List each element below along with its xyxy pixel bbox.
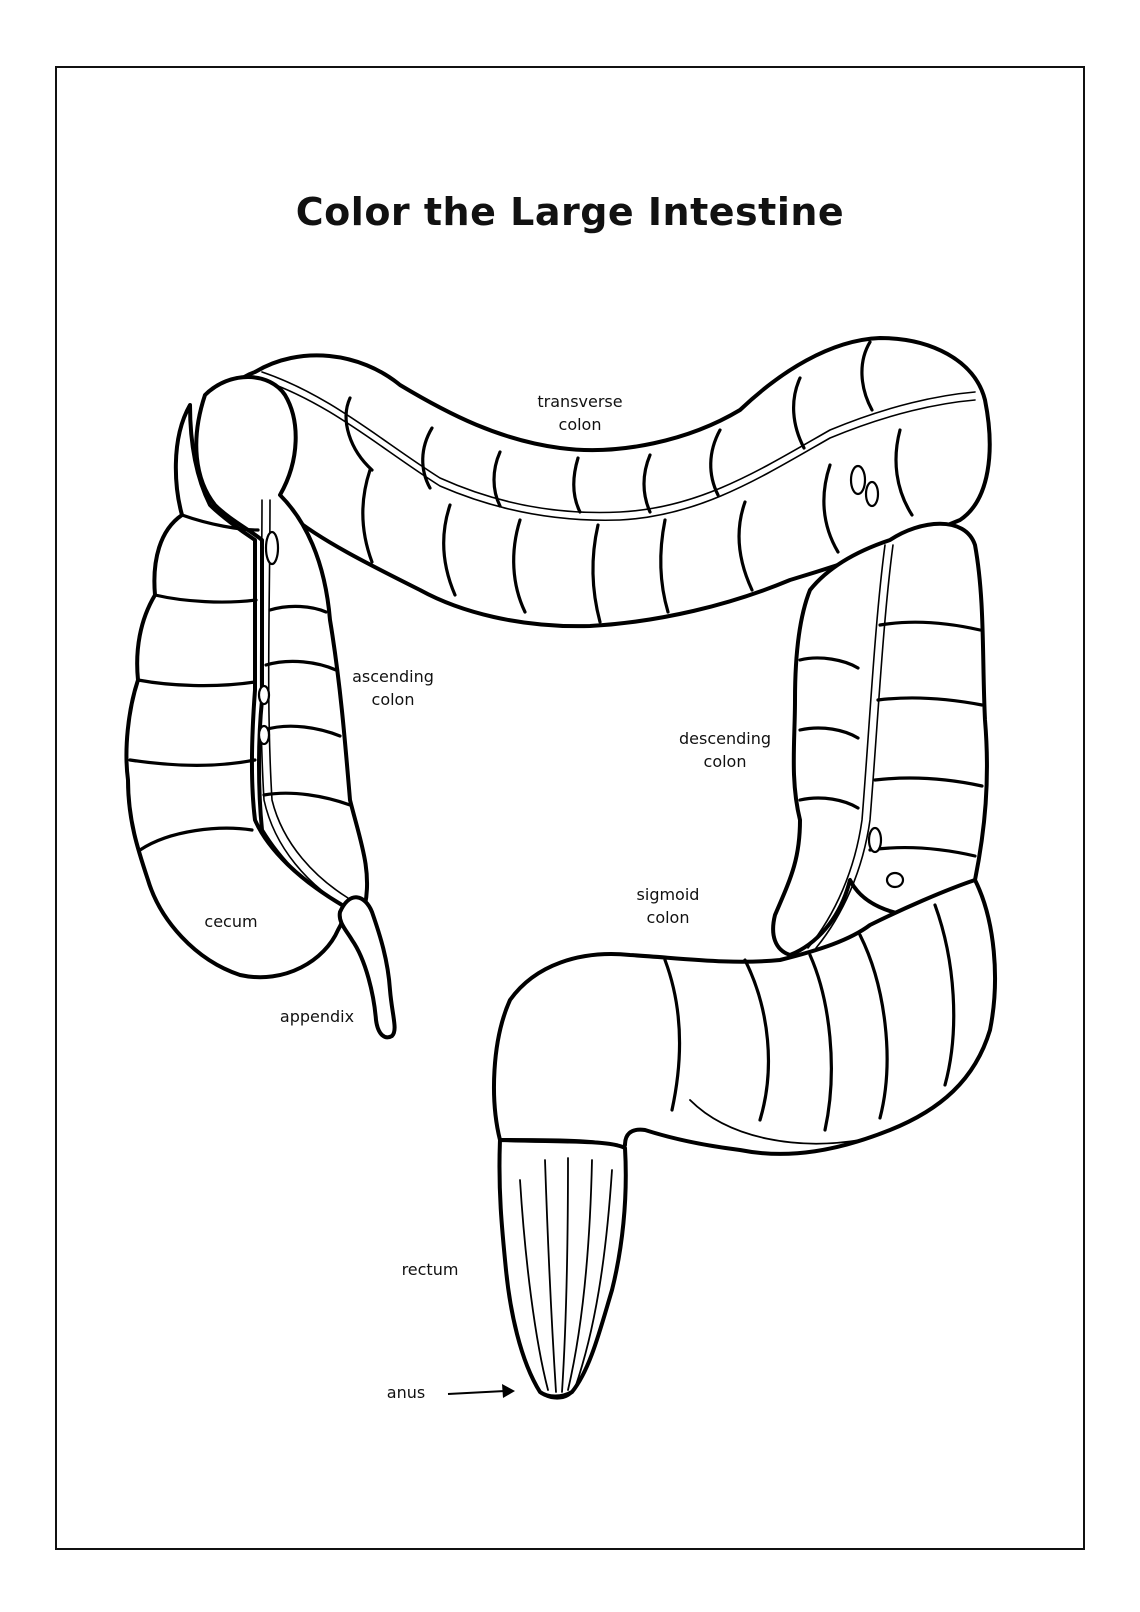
- appendix-shape: [337, 895, 397, 1040]
- label-cecum: cecum: [204, 912, 257, 931]
- label-rectum: rectum: [402, 1260, 459, 1279]
- label-transverse-line2: colon: [559, 415, 602, 434]
- cecum: [124, 403, 346, 980]
- sigmoid-colon: [492, 878, 997, 1156]
- anus-arrow: [447, 1384, 515, 1398]
- label-sigmoid-line1: sigmoid: [637, 885, 700, 904]
- label-ascending-line1: ascending: [352, 667, 434, 686]
- label-transverse-line1: transverse: [537, 392, 622, 411]
- transverse-colon-shape: [219, 336, 992, 629]
- label-ascending-line2: colon: [372, 690, 415, 709]
- page-title: Color the Large Intestine: [295, 190, 845, 234]
- label-sigmoid-line2: colon: [647, 908, 690, 927]
- label-appendix: appendix: [280, 1007, 354, 1026]
- sigmoid-colon-shape: [492, 878, 997, 1156]
- descending-colon: [771, 521, 989, 977]
- label-anus: anus: [387, 1383, 425, 1402]
- transverse-colon: [219, 336, 992, 629]
- page-border: [55, 66, 1085, 1550]
- descending-colon-shape: [771, 521, 989, 957]
- label-descending-line2: colon: [704, 752, 747, 771]
- label-descending-line1: descending: [679, 729, 771, 748]
- rectum: [497, 1138, 628, 1400]
- rectum-shape: [497, 1138, 628, 1399]
